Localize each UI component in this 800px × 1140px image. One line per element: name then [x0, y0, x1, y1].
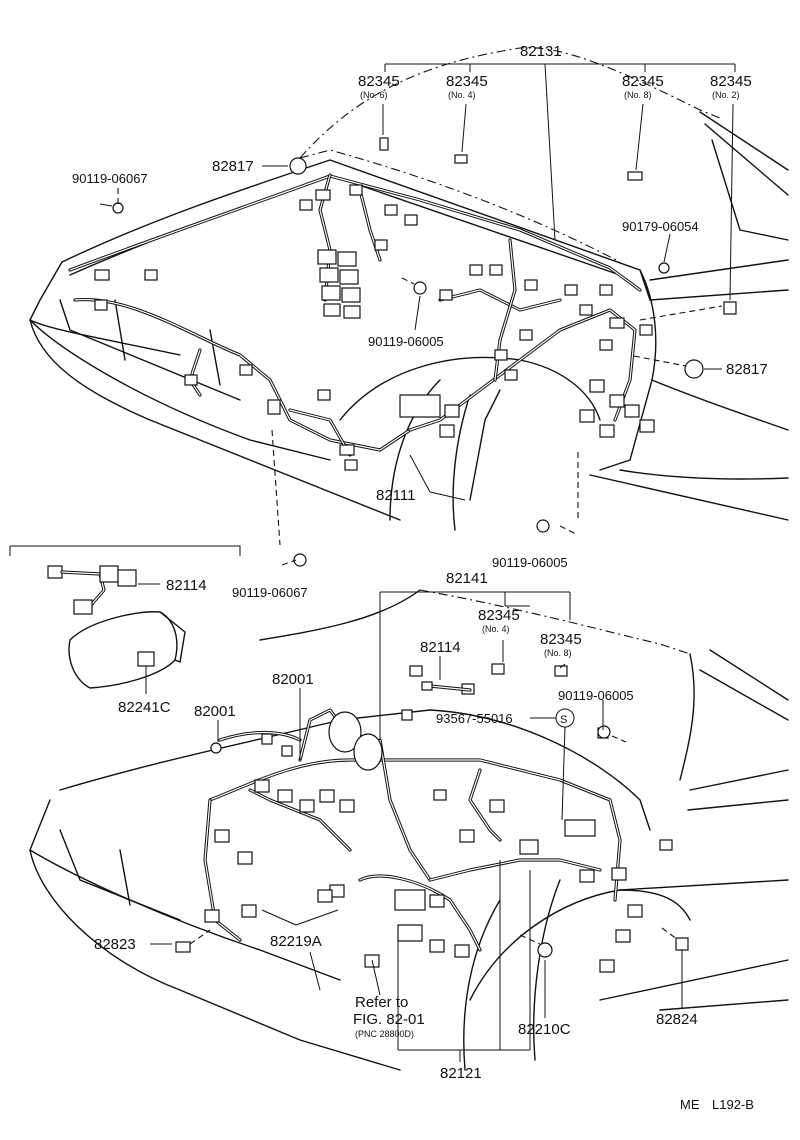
inset-connector-harness — [47, 565, 186, 694]
label-refer-to: Refer to — [355, 994, 408, 1011]
label-82345-no2: 82345 — [710, 73, 752, 90]
label-82141: 82141 — [446, 570, 488, 587]
label-93567-55016: 93567-55016 — [436, 711, 513, 726]
label-82345-lower-no4: 82345 — [478, 607, 520, 624]
label-82114: 82114 — [420, 639, 461, 656]
label-82345-no8: 82345 — [622, 73, 664, 90]
label-82824: 82824 — [656, 1011, 698, 1028]
label-82114-inset: 82114 — [166, 577, 207, 594]
label-82823: 82823 — [94, 936, 136, 953]
label-82345-lower-no8-sub: (No. 8) — [544, 648, 572, 658]
label-s-mark: S — [560, 714, 567, 726]
label-82131: 82131 — [520, 43, 562, 60]
footer-code: ME — [680, 1097, 700, 1112]
label-refer-fig: FIG. 82-01 — [353, 1011, 425, 1028]
lower-body-outline — [29, 589, 789, 1071]
label-82121: 82121 — [440, 1065, 482, 1082]
upper-body-outline — [29, 47, 789, 531]
label-82345-no2-sub: (No. 2) — [712, 90, 740, 100]
label-90179-06054: 90179-06054 — [622, 219, 699, 234]
lower-leader-lines — [150, 591, 683, 1062]
label-82817-top: 82817 — [212, 158, 254, 175]
label-82219a: 82219A — [270, 933, 322, 950]
label-90119-06067-top: 90119-06067 — [72, 171, 148, 186]
label-82345-lower-no4-sub: (No. 4) — [482, 624, 510, 634]
label-82001-b: 82001 — [194, 703, 236, 720]
label-82817-right: 82817 — [726, 361, 768, 378]
lower-connectors — [175, 663, 689, 973]
label-90119-06005-mid: 90119-06005 — [368, 334, 444, 349]
label-82345-no6: 82345 — [358, 73, 400, 90]
label-82345-no4-sub: (No. 4) — [448, 90, 476, 100]
upper-leader-lines — [9, 63, 736, 566]
label-82241c: 82241C — [118, 699, 171, 716]
upper-connectors — [94, 137, 737, 567]
label-82111: 82111 — [376, 487, 416, 504]
lower-harness — [203, 708, 622, 952]
label-refer-pnc: (PNC 28800D) — [355, 1029, 414, 1039]
footer-page: L192-B — [712, 1097, 754, 1112]
label-82210c: 82210C — [518, 1021, 571, 1038]
label-90119-06005-low: 90119-06005 — [492, 555, 568, 570]
label-82345-no8-sub: (No. 8) — [624, 90, 652, 100]
label-82345-no6-sub: (No. 6) — [360, 90, 388, 100]
label-90119-06005-bot: 90119-06005 — [558, 688, 634, 703]
label-82345-no4: 82345 — [446, 73, 488, 90]
label-82001-a: 82001 — [272, 671, 314, 688]
label-90119-06067-low: 90119-06067 — [232, 585, 308, 600]
label-82345-lower-no8: 82345 — [540, 631, 582, 648]
